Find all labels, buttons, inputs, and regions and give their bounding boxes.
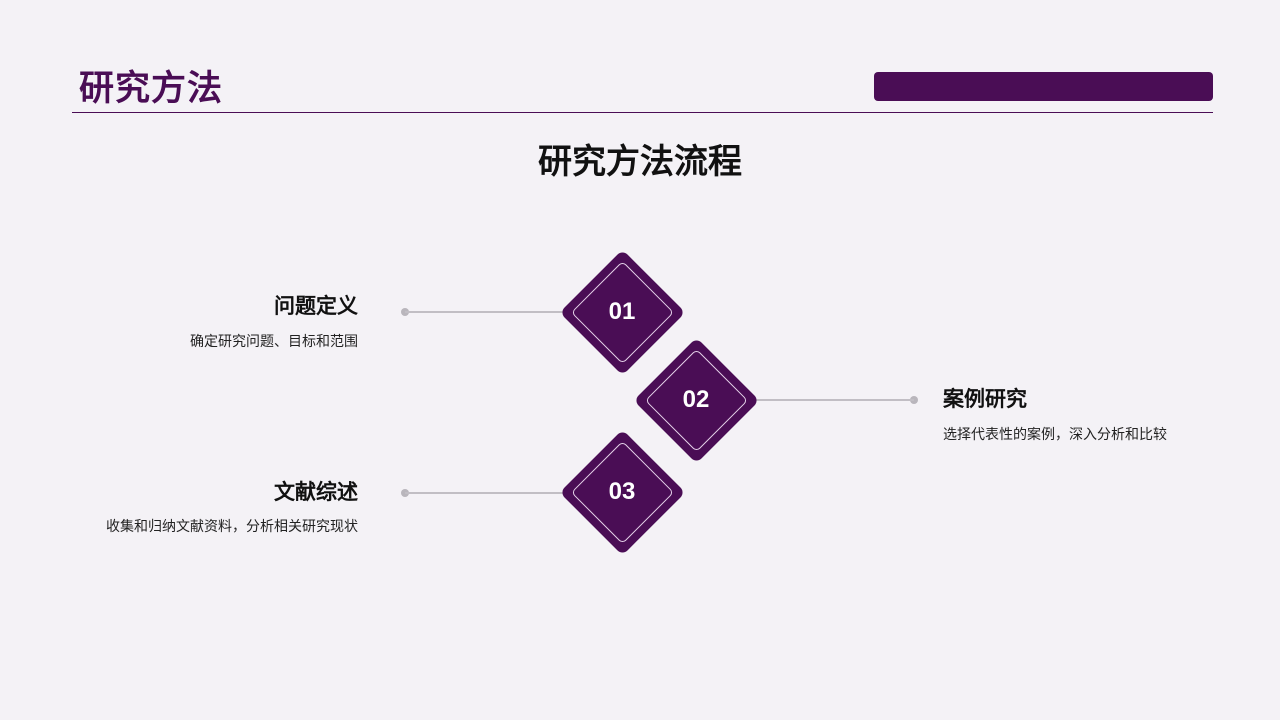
step-title-02: 案例研究 (943, 387, 1027, 411)
connector-line-02 (750, 399, 914, 401)
step-number-02: 02 (682, 386, 710, 413)
header-accent-bar (874, 72, 1213, 101)
step-desc-01: 确定研究问题、目标和范围 (190, 334, 358, 350)
step-number-03: 03 (608, 478, 636, 505)
connector-dot-02 (910, 396, 918, 404)
main-title: 研究方法流程 (538, 142, 742, 182)
connector-line-03 (405, 492, 565, 494)
step-desc-03: 收集和归纳文献资料，分析相关研究现状 (106, 519, 358, 535)
header-divider (72, 112, 1213, 113)
step-desc-02: 选择代表性的案例，深入分析和比较 (943, 427, 1167, 443)
connector-line-01 (405, 311, 565, 313)
slide-header-title: 研究方法 (79, 69, 224, 109)
step-title-01: 问题定义 (274, 294, 358, 318)
step-title-03: 文献综述 (274, 480, 358, 504)
step-number-01: 01 (608, 298, 636, 325)
